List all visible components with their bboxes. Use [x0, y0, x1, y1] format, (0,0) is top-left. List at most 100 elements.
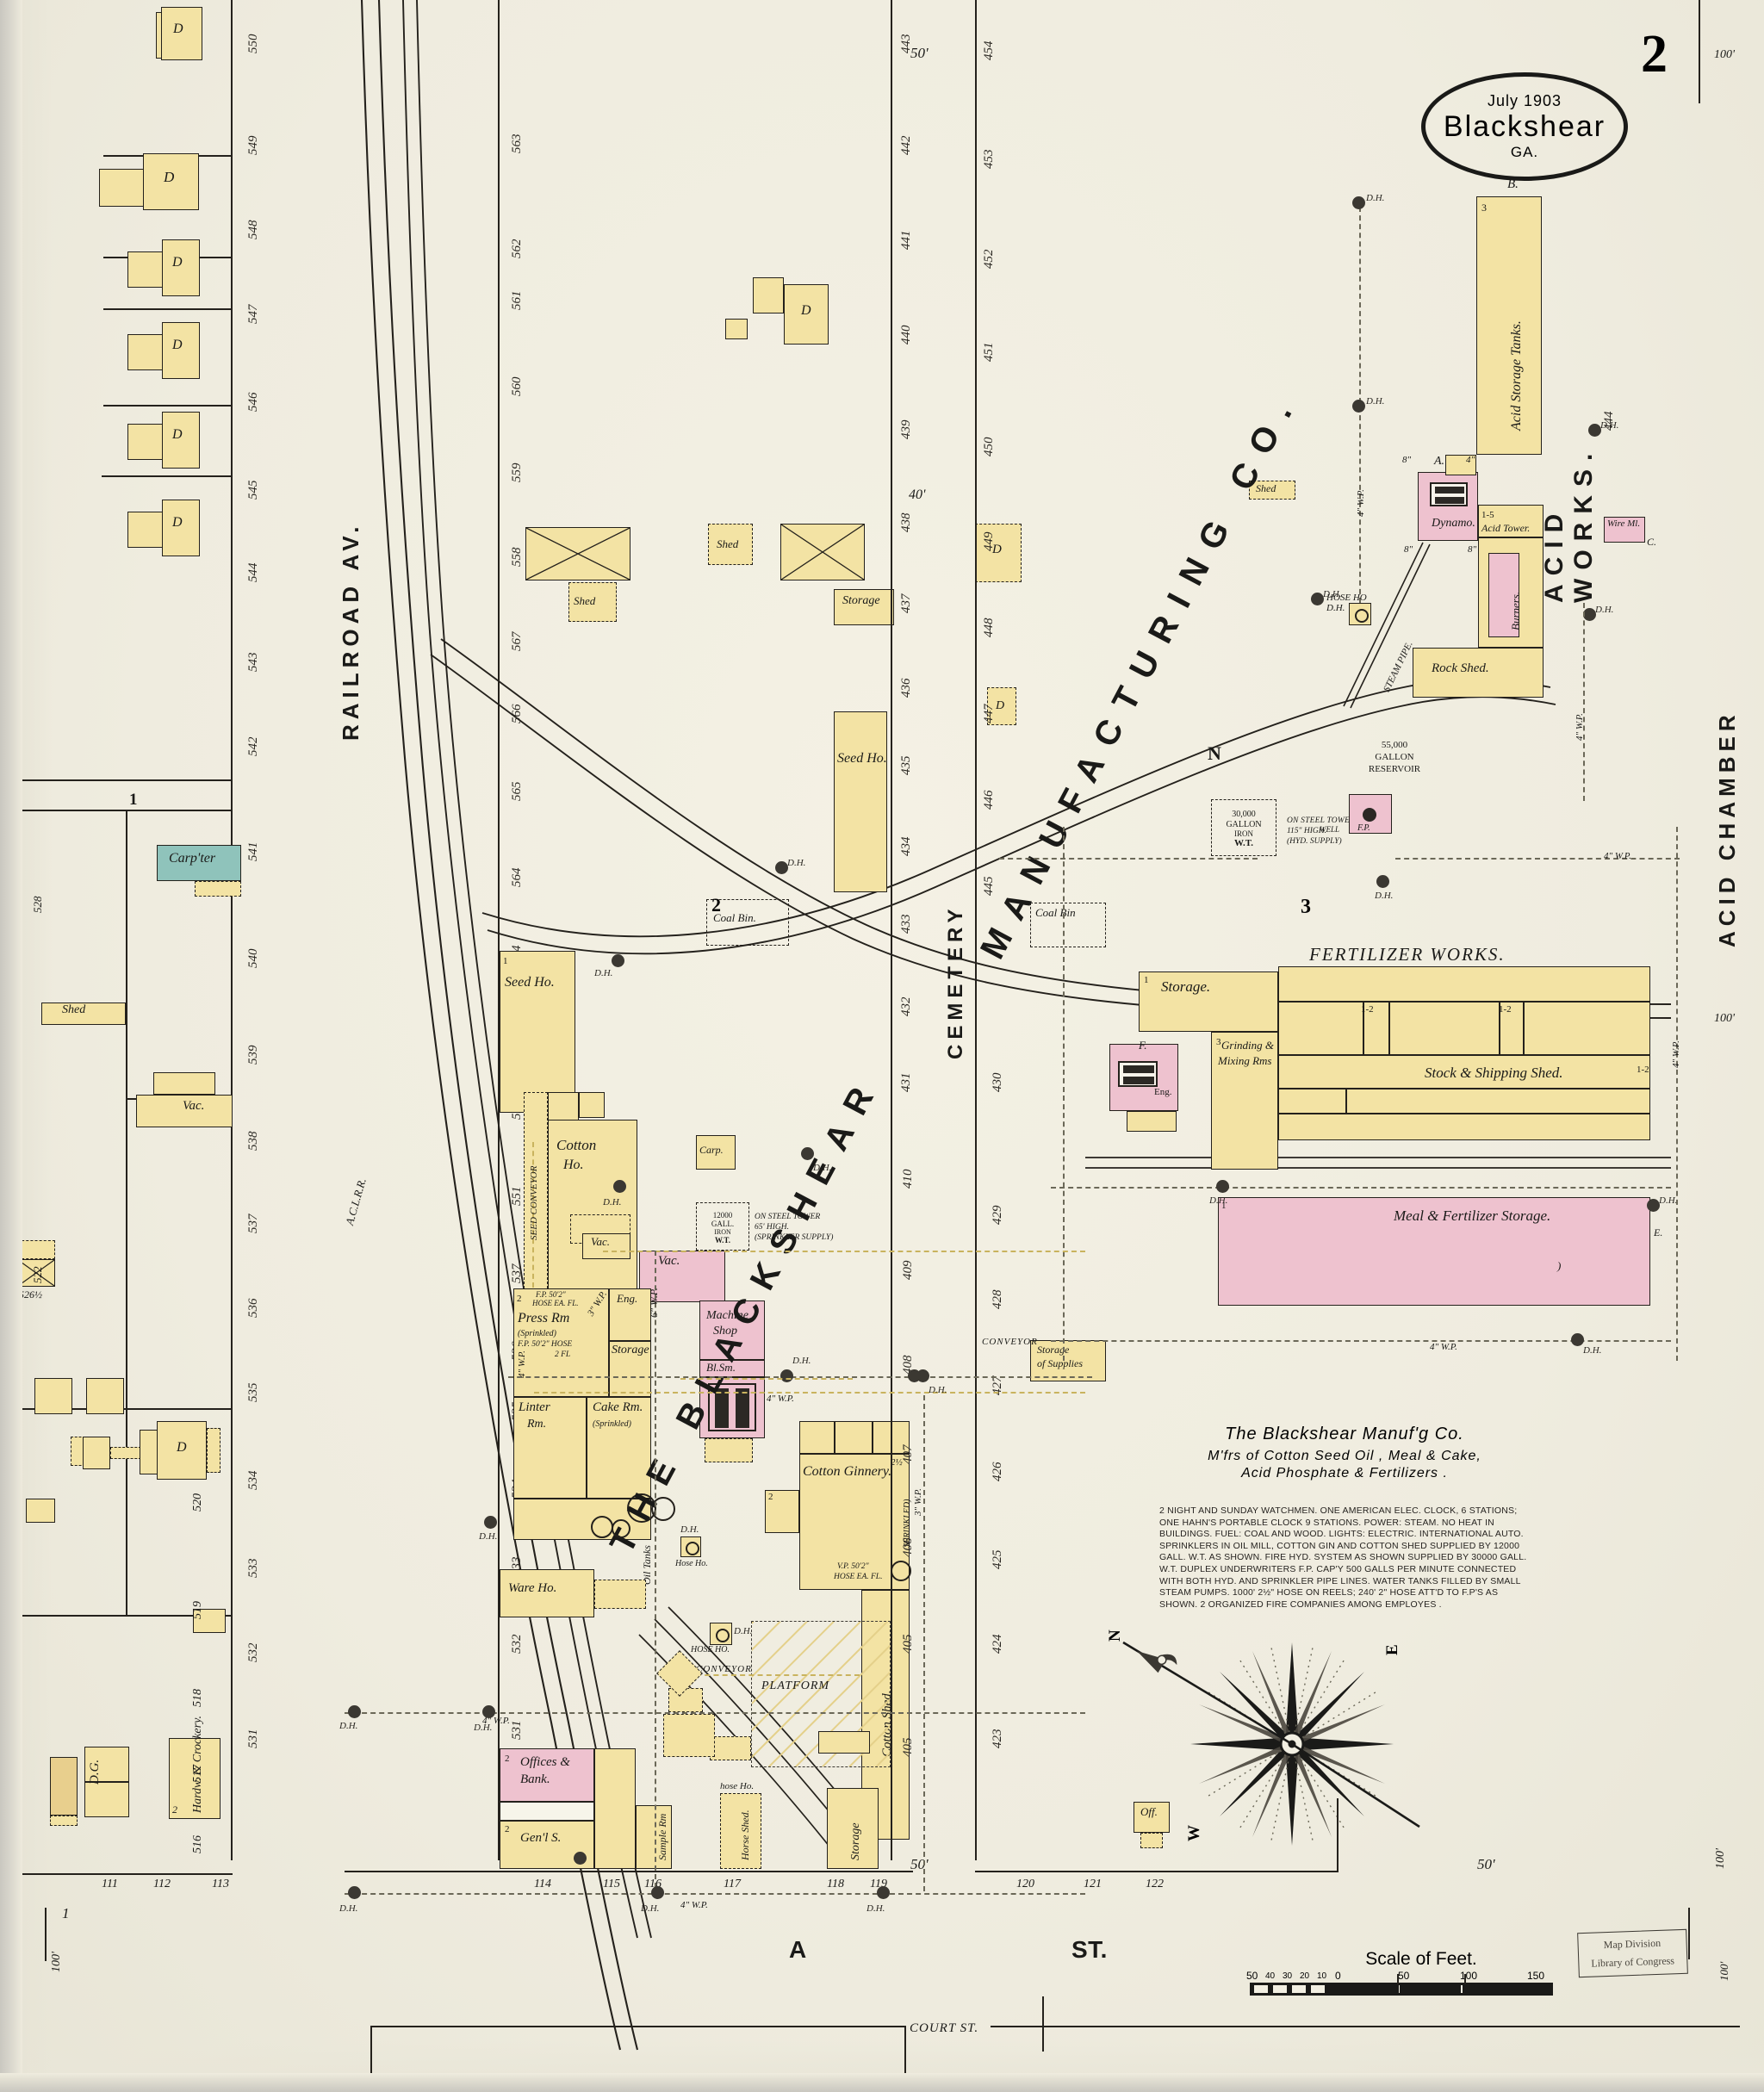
boiler-bar: [1123, 1077, 1154, 1084]
steam-pipe-label: STEAM PIPE.: [1382, 639, 1415, 694]
small-connector: [110, 1447, 141, 1459]
press-fp-hose2: 2 FL: [555, 1350, 571, 1359]
corner-mark-f: F.: [1139, 1039, 1147, 1052]
building-ware-ho: [500, 1569, 594, 1617]
fp-note-top: F.P. 50'2": [536, 1290, 566, 1299]
pipe-label-4wp-c: 4" W.P.: [1604, 851, 1631, 861]
dwelling-label: D: [172, 338, 183, 352]
dwelling-label: D: [172, 515, 183, 530]
coal-bin-right: [1030, 903, 1106, 947]
small-bldg-e: [26, 1499, 55, 1523]
wt-12000-l4: W.T.: [714, 1236, 730, 1245]
wt-12000-note3: (SPRINKLER SUPPLY): [755, 1233, 834, 1242]
lot-number: 566: [510, 704, 524, 724]
shed-mid2-label: Shed: [717, 537, 739, 550]
cake-rm-label: Cake Rm.: [593, 1400, 643, 1414]
story-mark: 2: [768, 1492, 773, 1502]
fire-hydrant: [613, 1180, 626, 1193]
pipe-label-4wp-g: 4" W.P.: [482, 1716, 510, 1726]
building-linter-cake: [513, 1397, 651, 1499]
pipe-label-4wp-i: 4" W.P.: [767, 1394, 794, 1404]
dwelling-label: D: [177, 1440, 187, 1455]
vac-pink-label: Vac.: [658, 1254, 680, 1268]
cotton-ho-upper2: [579, 1092, 605, 1118]
wt-12000-l3: IRON: [714, 1228, 731, 1236]
burners-label: Burners.: [1509, 591, 1522, 630]
water-pipe-east: [1676, 827, 1678, 1361]
building-sample-rm: [636, 1805, 672, 1869]
mill-circle-b: [612, 1519, 630, 1538]
lot-number: 436: [899, 678, 913, 698]
edge-mark-se: 100': [1714, 1848, 1727, 1869]
compass-label-n: N: [1106, 1630, 1124, 1642]
ware-ho-annex: [594, 1580, 646, 1609]
dwelling-546: [162, 322, 200, 379]
well-label: WELL: [1320, 825, 1340, 834]
dwelling-548: [143, 153, 199, 210]
lot-number: 547: [246, 304, 260, 325]
shed-divider: [1278, 1001, 1650, 1003]
lot-number: 550: [246, 34, 260, 54]
small-shed-bottom2: [663, 1714, 715, 1757]
lot-number: 528: [31, 896, 44, 914]
lot-number: 558: [510, 547, 524, 568]
fire-hydrant: [877, 1886, 890, 1899]
hydrant-label: D.H.: [680, 1524, 699, 1535]
hydrant-label: D.H.: [866, 1903, 885, 1914]
lot-number: 409: [901, 1260, 915, 1281]
scale-tick: 150: [1527, 1970, 1545, 1982]
water-pipe-mill-1: [508, 1376, 732, 1378]
lot-number: 447: [982, 704, 996, 724]
company-title-block: The Blackshear Manuf'g Co. M'frs of Cott…: [1142, 1425, 1547, 1481]
court-st-line-w: [370, 2026, 904, 2028]
lot-number: 405: [901, 1634, 915, 1654]
lot-number: 548: [246, 220, 260, 240]
lot-number: 519: [191, 1601, 204, 1619]
small-bldg-d: [83, 1437, 110, 1469]
ms-boiler-box: [708, 1383, 756, 1431]
paper-edge-left: [0, 0, 22, 2092]
building-storage-bottom: [827, 1788, 879, 1869]
storage-mill-label: Storage: [612, 1344, 649, 1356]
building-storage-upper: [834, 589, 894, 625]
court-st-tick-m: [904, 2026, 906, 2077]
hardware-stories: 2: [172, 1803, 177, 1816]
lot-div: [17, 810, 233, 811]
scale-seg: [1399, 1985, 1400, 1993]
lot-number: 545: [246, 480, 260, 500]
lot-number: 446: [982, 790, 996, 810]
eng-annex: [1127, 1111, 1177, 1132]
ms-annex: [705, 1438, 753, 1462]
carp-small-label: Carp.: [699, 1144, 724, 1156]
shed-divider: [1363, 1001, 1364, 1054]
shed-divider: [1278, 1054, 1650, 1056]
dwelling-mid: [784, 284, 829, 345]
water-pipe-mill-3: [345, 1712, 1085, 1714]
sprinkler-main-yellow-2: [534, 1392, 1085, 1394]
coal-bin-right-label: Coal Bin: [1035, 906, 1076, 919]
linter-cake-divider: [586, 1397, 587, 1499]
lot-number: 536: [246, 1298, 260, 1319]
linter-rm-label2: Rm.: [527, 1418, 547, 1431]
block-number: 115: [603, 1878, 620, 1890]
scale-seg: [1273, 1985, 1287, 1993]
lot-number: 439: [899, 419, 913, 440]
hose-house-box: [1349, 603, 1371, 625]
lot-number: 432: [899, 996, 913, 1017]
dwelling-520: [157, 1421, 207, 1480]
bottom-block-line: [975, 1871, 1337, 1872]
lot-number: 535: [246, 1382, 260, 1403]
scale-tick: 100: [1460, 1970, 1478, 1982]
dynamo-label: Dynamo.: [1432, 517, 1475, 530]
press-rm-sub: (Sprinkled): [518, 1329, 556, 1338]
block-number: 114: [534, 1878, 551, 1890]
lot-number: 449: [982, 531, 996, 552]
stock-shipping-shed-label: Stock & Shipping Shed.: [1425, 1065, 1563, 1081]
building-storage-fert: [1139, 972, 1278, 1032]
scale-tick: 50: [1398, 1970, 1410, 1982]
hydrant-label: D.H.: [1583, 1345, 1602, 1356]
lot-number: 438: [899, 512, 913, 533]
fire-hydrant: [1352, 196, 1365, 209]
cemetery-east-line: [975, 0, 978, 1860]
hose-ho-label-mill: HOSE HO.: [691, 1645, 730, 1654]
